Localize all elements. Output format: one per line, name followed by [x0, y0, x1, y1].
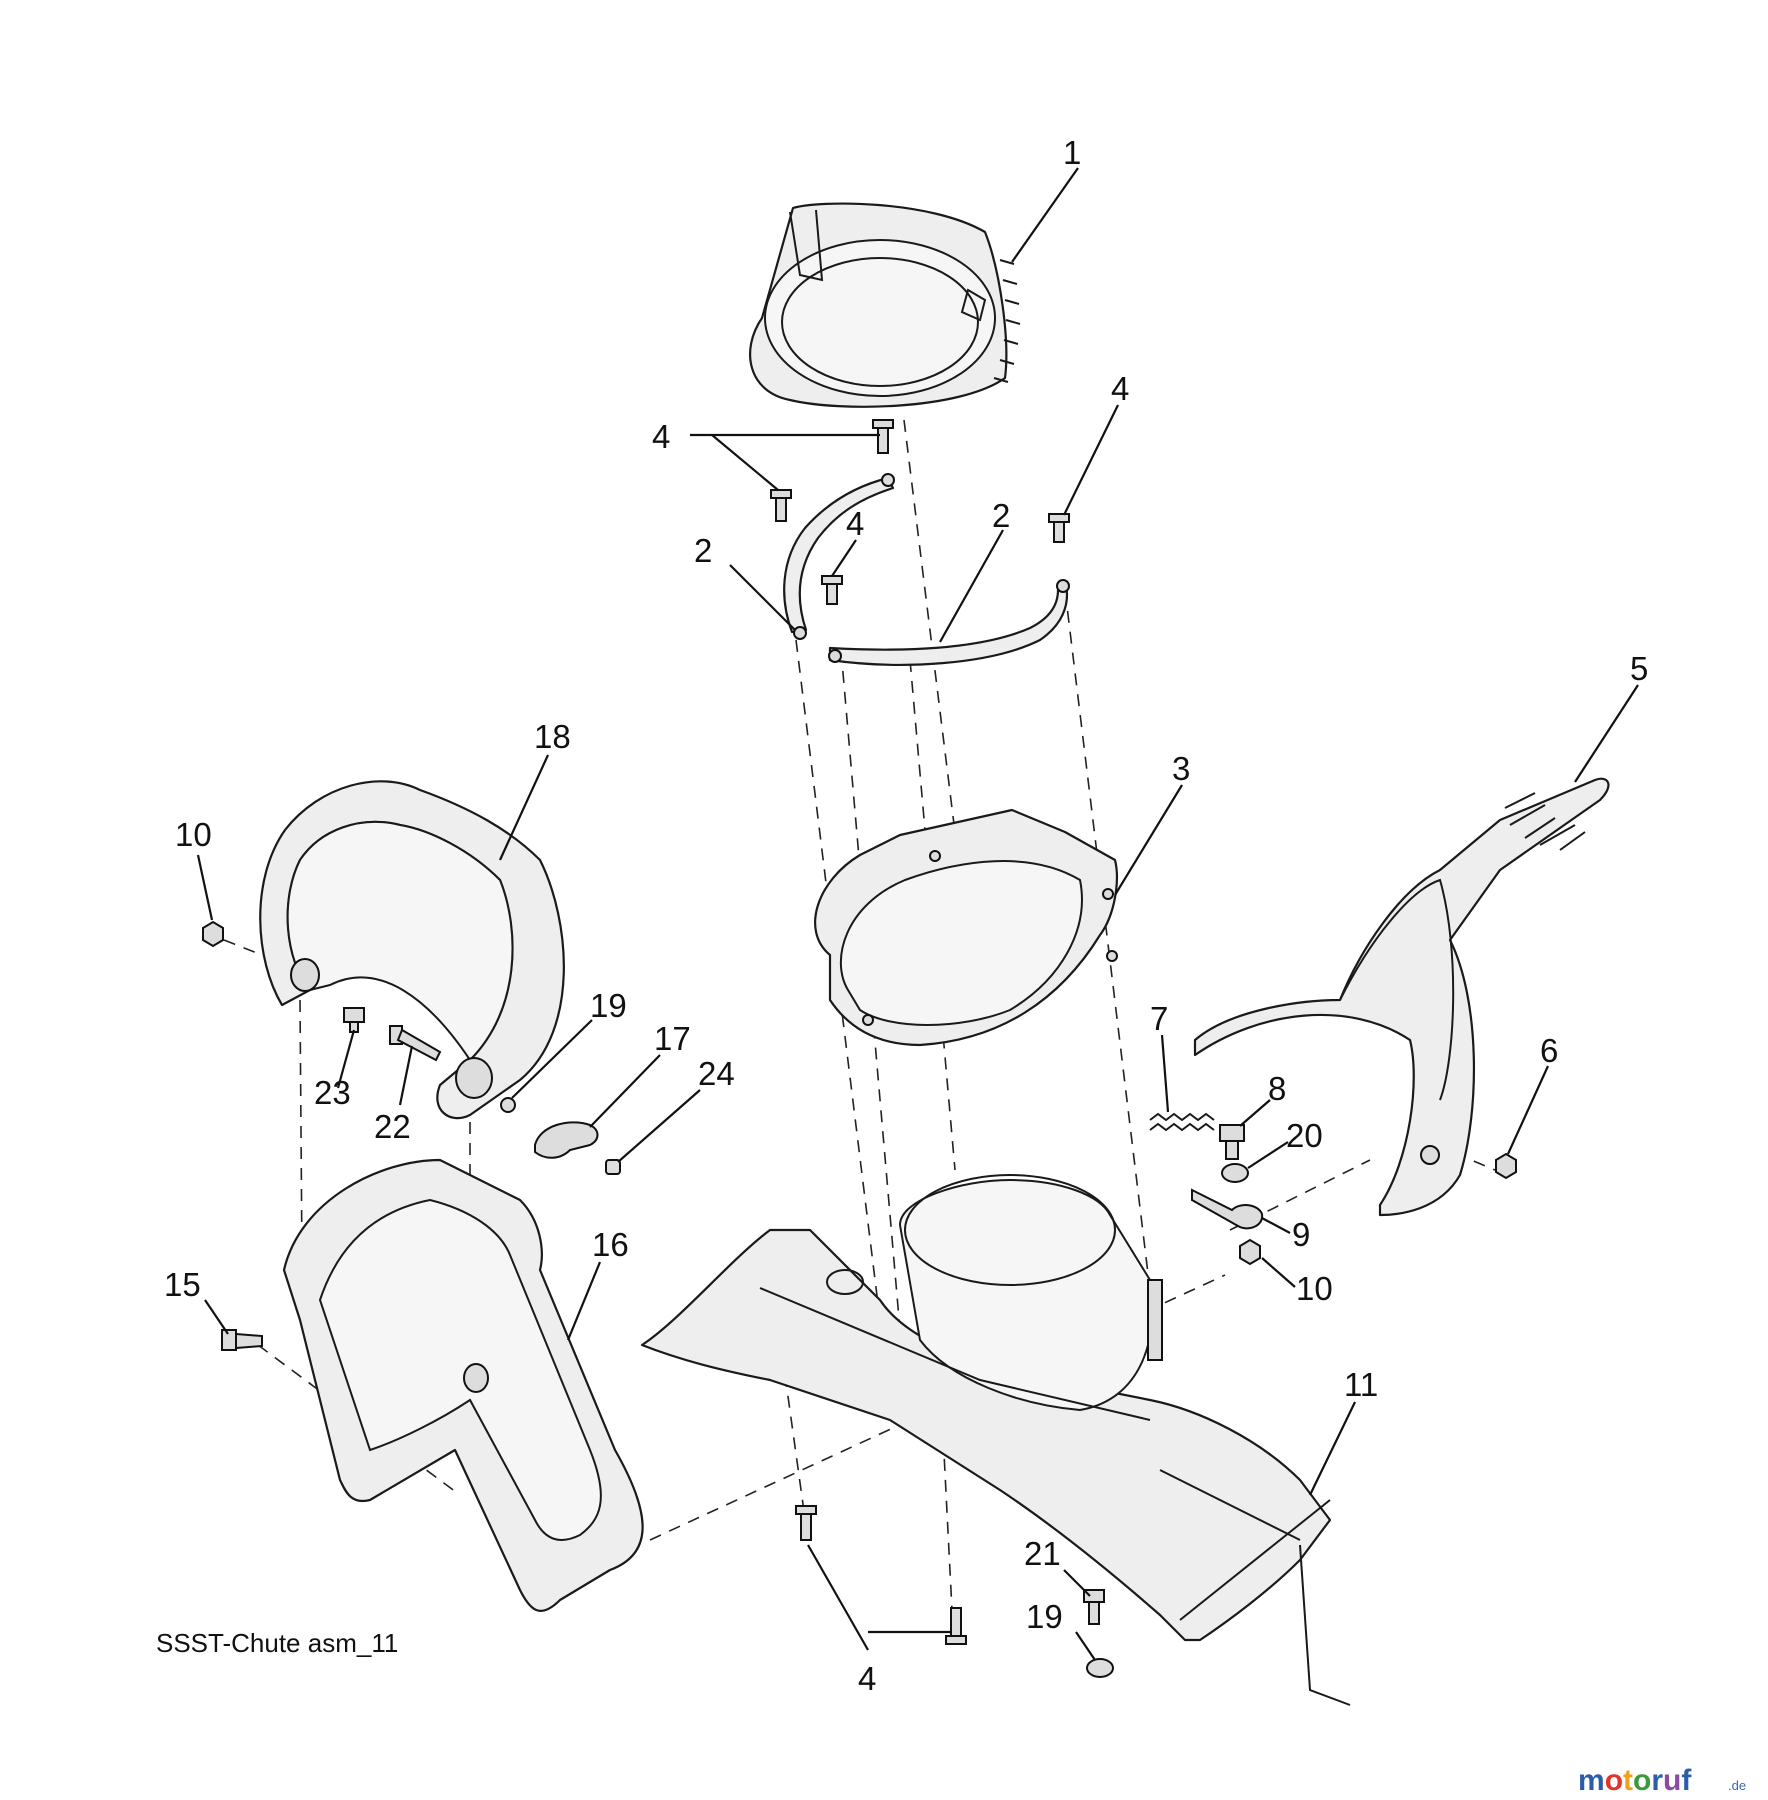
callout-16: 16: [592, 1226, 629, 1263]
screw-23: [343, 1007, 365, 1033]
clamp-strip-right: [828, 579, 1070, 666]
knob-17: [534, 1121, 599, 1159]
callout-8: 8: [1268, 1070, 1286, 1107]
mounting-ring: [814, 808, 1118, 1047]
callout-20: 20: [1286, 1117, 1323, 1154]
callout-9: 9: [1292, 1216, 1310, 1253]
upper-deflector: [259, 780, 565, 1120]
bolt-22: [389, 1025, 442, 1062]
hardware: [202, 419, 1517, 1678]
callout-labels: 1 4 4 4 2 2 5 18 3 10 19 17 24 23 22 7 6…: [164, 134, 1648, 1697]
callout-15: 15: [164, 1266, 201, 1303]
diagram-caption: SSST-Chute asm_11: [156, 1628, 398, 1658]
callout-11: 11: [1344, 1366, 1378, 1403]
lever-9: [1191, 1188, 1264, 1230]
callout-2b: 2: [992, 497, 1010, 534]
callout-10a: 10: [175, 816, 212, 853]
callout-6: 6: [1540, 1032, 1558, 1069]
callout-3: 3: [1172, 750, 1190, 787]
callout-5: 5: [1630, 650, 1648, 687]
svg-text:.de: .de: [1728, 1778, 1746, 1793]
callout-24: 24: [698, 1055, 735, 1092]
screw-4-mid: [821, 575, 843, 605]
leader-lines: [196, 167, 1639, 1661]
callout-18: 18: [534, 718, 571, 755]
bolt-8: [1219, 1124, 1245, 1160]
nut-10-left: [202, 920, 224, 948]
washer-20: [1221, 1163, 1249, 1183]
watermark-logo: motoruf .de: [1578, 1764, 1746, 1797]
lower-deflector: [282, 1158, 644, 1612]
nut-10-right: [1239, 1238, 1261, 1266]
chute-handle: [1193, 777, 1610, 1217]
callout-22: 22: [374, 1108, 411, 1145]
nut-6: [1495, 1152, 1517, 1180]
callout-19a: 19: [590, 987, 627, 1024]
clamp-strip-left: [783, 473, 895, 640]
washer-19-bottom: [1086, 1658, 1114, 1678]
bolt-15: [221, 1329, 263, 1351]
screw-4-left: [770, 489, 792, 522]
callout-2a: 2: [694, 532, 712, 569]
screw-4-bottom-right: [945, 1607, 967, 1645]
callout-23: 23: [314, 1074, 351, 1111]
lower-chute: [640, 1174, 1351, 1706]
callout-10b: 10: [1296, 1270, 1333, 1307]
callout-4b: 4: [1111, 370, 1129, 407]
washer-19-top: [500, 1097, 516, 1113]
screw-4-top: [872, 419, 894, 454]
callout-21: 21: [1024, 1535, 1061, 1572]
callout-17: 17: [654, 1020, 691, 1057]
callout-1: 1: [1063, 134, 1081, 171]
nut-24: [605, 1159, 621, 1175]
callout-4d: 4: [858, 1660, 876, 1697]
screw-21: [1083, 1589, 1105, 1625]
callout-4a: 4: [652, 418, 670, 455]
screw-4-bottom-left: [795, 1505, 817, 1541]
callout-7: 7: [1150, 1000, 1168, 1037]
spring-7: [1149, 1112, 1215, 1132]
screw-4-right: [1048, 513, 1070, 543]
chute-gear-ring: [749, 202, 1021, 408]
callout-19b: 19: [1026, 1598, 1063, 1635]
svg-text:motoruf: motoruf: [1578, 1764, 1692, 1797]
callout-4c: 4: [846, 505, 864, 542]
